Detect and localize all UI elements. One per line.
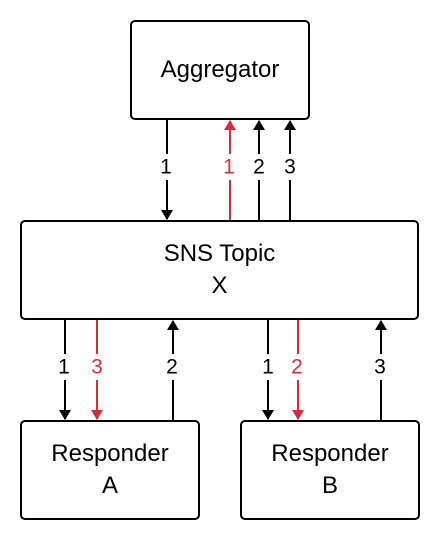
edge-label-agg-to-sns-1: 1 [160, 156, 172, 179]
edge-label-bg-sns-to-agg-2 [251, 154, 267, 180]
edge-label-sns-to-a-1: 1 [58, 356, 70, 379]
responder-b-name: B [321, 472, 338, 499]
edge-label-bg-sns-to-b-1 [260, 354, 276, 380]
edge-label-bg-sns-to-agg-3 [282, 154, 298, 180]
sns-topic-name: X [211, 272, 228, 299]
edge-label-b-to-sns-3: 3 [374, 356, 386, 379]
responder-b-node: Responder B [240, 420, 420, 520]
sns-topic-title: SNS Topic [163, 240, 276, 267]
aggregator-node: Aggregator [130, 20, 310, 120]
responder-a-name: A [101, 472, 118, 499]
edge-label-bg-a-to-sns-2 [164, 354, 180, 380]
responder-a-node: Responder A [20, 420, 200, 520]
sns-topic-node: SNS Topic X [20, 220, 419, 320]
responder-b-title: Responder [271, 440, 389, 467]
edge-label-a-to-sns-2: 2 [166, 356, 178, 379]
edge-label-bg-sns-to-agg-1 [221, 154, 237, 180]
edge-label-bg-agg-to-sns-1 [158, 154, 174, 180]
edge-label-sns-to-a-3: 3 [91, 356, 103, 379]
edge-label-sns-to-agg-2: 2 [253, 156, 265, 179]
edge-label-sns-to-b-2: 2 [291, 356, 303, 379]
edge-label-bg-sns-to-a-3 [89, 354, 105, 380]
edge-label-sns-to-agg-3: 3 [284, 156, 296, 179]
responder-a-title: Responder [51, 440, 169, 467]
edge-label-bg-sns-to-b-2 [289, 354, 305, 380]
edge-label-bg-b-to-sns-3 [372, 354, 388, 380]
edge-label-bg-sns-to-a-1 [56, 354, 72, 380]
edge-label-sns-to-b-1: 1 [262, 356, 274, 379]
aggregator-label: Aggregator [160, 56, 280, 83]
edge-label-sns-to-agg-1: 1 [223, 156, 235, 179]
